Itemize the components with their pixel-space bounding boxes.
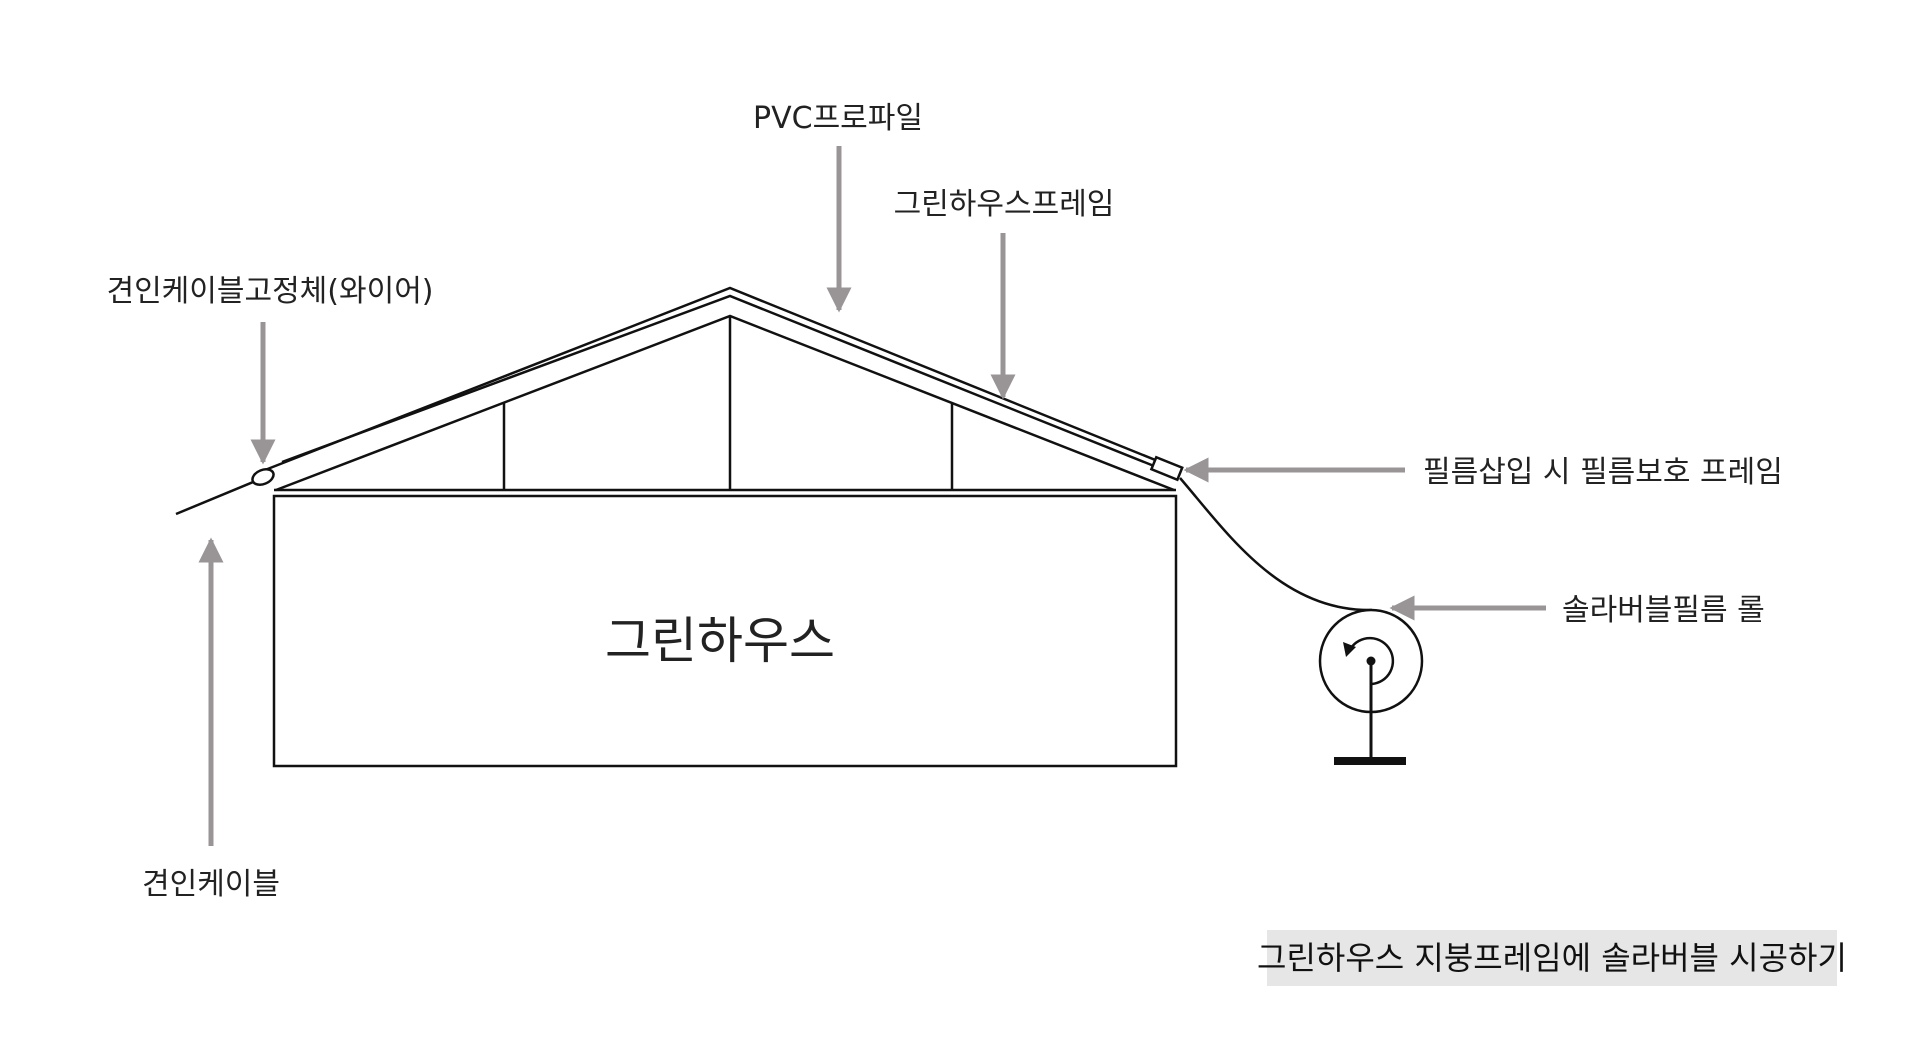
label-film-protection-frame: 필름삽입 시 필름보호 프레임 xyxy=(1423,455,1783,490)
roll-stand-base xyxy=(1334,757,1406,765)
cable-anchor-wire xyxy=(251,468,275,486)
label-cable-anchor: 견인케이블고정체(와이어) xyxy=(106,274,433,309)
label-greenhouse-frame: 그린하우스프레임 xyxy=(894,187,1115,222)
film-feed-line xyxy=(1179,477,1373,612)
label-greenhouse: 그린하우스 xyxy=(605,612,835,670)
caption: 그린하우스 지붕프레임에 솔라버블 시공하기 xyxy=(1257,939,1847,977)
rotation-arrowhead-icon xyxy=(1343,642,1356,657)
label-pvc-profile: PVC프로파일 xyxy=(753,101,923,136)
pvc-profile-outer xyxy=(264,286,1181,472)
tow-cable-line xyxy=(175,478,259,516)
label-film-roll: 솔라버블필름 롤 xyxy=(1562,593,1765,628)
label-tow-cable: 견인케이블 xyxy=(142,867,280,902)
greenhouse-frame-rafter xyxy=(275,314,1175,492)
greenhouse-body xyxy=(272,494,1178,768)
film-protection-frame xyxy=(1149,455,1184,482)
rotation-arrow-icon xyxy=(1349,636,1395,686)
pvc-profile-inner xyxy=(281,294,1165,472)
caption-box xyxy=(1267,930,1837,986)
